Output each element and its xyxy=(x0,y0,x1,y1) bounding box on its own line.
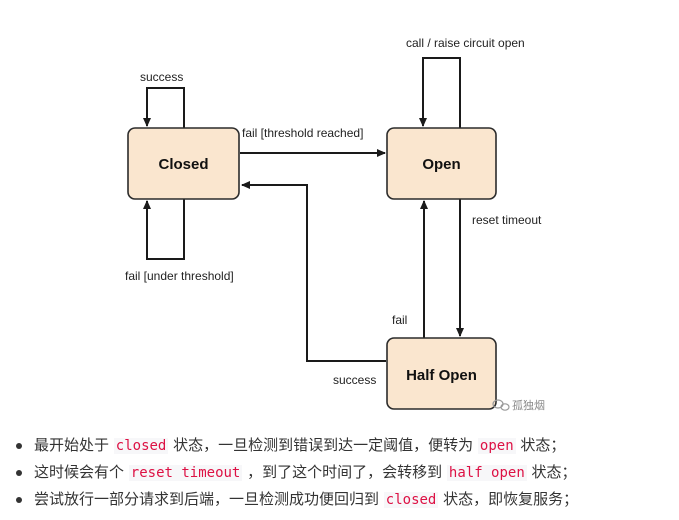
note-text: 这时候会有个 xyxy=(34,463,129,481)
list-item: 这时候会有个 reset timeout ，到了这个时间了，会转移到 half … xyxy=(14,459,679,486)
edge-label-closed-success: success xyxy=(140,70,183,84)
inline-code: half open xyxy=(446,465,527,481)
notes-list: 最开始处于 closed 状态，一旦检测到错误到达一定阈值，便转为 open 状… xyxy=(0,432,679,513)
edge-label-half-open-to-closed: success xyxy=(333,373,376,387)
edge-label-closed-to-open: fail [threshold reached] xyxy=(242,126,363,140)
note-text: 状态，即恢复服务； xyxy=(438,490,579,508)
edge-label-open-to-half-open: reset timeout xyxy=(472,213,542,227)
note-text: ，到了这个时间了，会转移到 xyxy=(242,463,447,481)
state-open-label: Open xyxy=(422,156,460,173)
edge-label-half-open-to-open: fail xyxy=(392,313,407,327)
edge-closed-success-loop xyxy=(143,87,185,128)
note-text: 尝试放行一部分请求到后端，一旦检测成功便回归到 xyxy=(34,490,384,508)
state-half-open: Half Open xyxy=(386,337,497,410)
edge-closed-fail-under-loop xyxy=(143,199,185,260)
note-text: 状态，一旦检测到错误到达一定阈值，便转为 xyxy=(168,436,478,454)
note-text: 状态； xyxy=(526,463,577,481)
list-item: 最开始处于 closed 状态，一旦检测到错误到达一定阈值，便转为 open 状… xyxy=(14,432,679,459)
state-closed-label: Closed xyxy=(158,156,208,173)
state-open: Open xyxy=(386,127,497,200)
edge-half-open-to-closed xyxy=(241,181,386,362)
state-diagram: success fail [under threshold] fail [thr… xyxy=(125,36,545,412)
edge-label-closed-fail-under: fail [under threshold] xyxy=(125,269,234,283)
list-item: 尝试放行一部分请求到后端，一旦检测成功便回归到 closed 状态，即恢复服务； xyxy=(14,486,679,513)
inline-code: closed xyxy=(383,492,439,508)
state-half-open-label: Half Open xyxy=(406,367,477,384)
note-text: 最开始处于 xyxy=(34,436,114,454)
inline-code: reset timeout xyxy=(128,465,243,481)
edge-open-self-loop xyxy=(419,57,461,128)
inline-code: open xyxy=(477,438,516,454)
wechat-icon xyxy=(492,399,510,411)
state-closed: Closed xyxy=(127,127,240,200)
inline-code: closed xyxy=(113,438,169,454)
note-text: 状态； xyxy=(515,436,566,454)
watermark-text: 孤独烟 xyxy=(512,398,545,412)
edge-label-open-self: call / raise circuit open xyxy=(406,36,525,50)
watermark: 孤独烟 xyxy=(492,398,545,412)
